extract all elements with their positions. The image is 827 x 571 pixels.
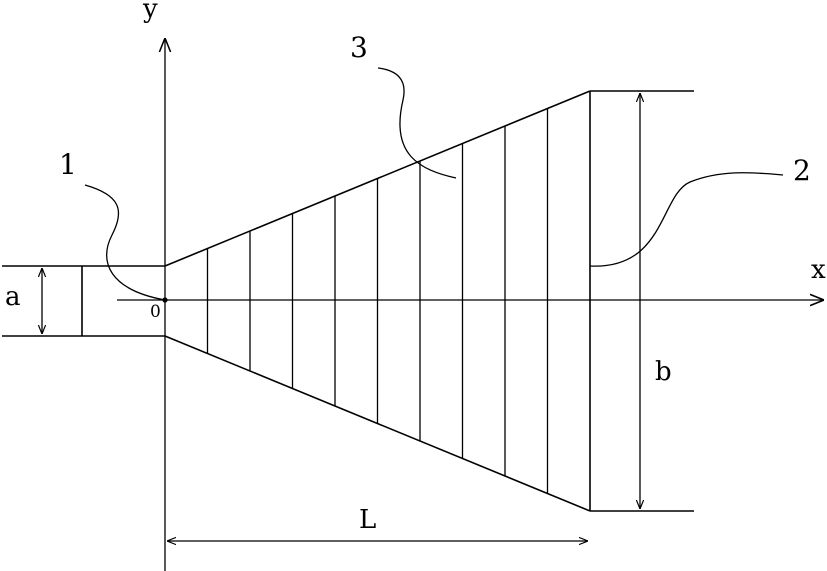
x-axis-label: x [811,255,826,285]
dimension-b-label: b [655,357,672,387]
dimension-L-label: L [359,505,376,535]
taper-hatching [206,108,549,494]
leader-curve-2 [589,172,784,267]
callout-1-label: 1 [59,148,77,181]
callout-3-label: 3 [350,31,368,64]
leader-curve-3 [377,67,457,179]
dimension-a-label: a [5,282,21,312]
y-axis-label: y [142,0,158,24]
leader-curve-1 [84,184,166,301]
callout-2-label: 2 [793,154,811,187]
origin-point [162,297,168,303]
origin-label: 0 [150,302,161,322]
